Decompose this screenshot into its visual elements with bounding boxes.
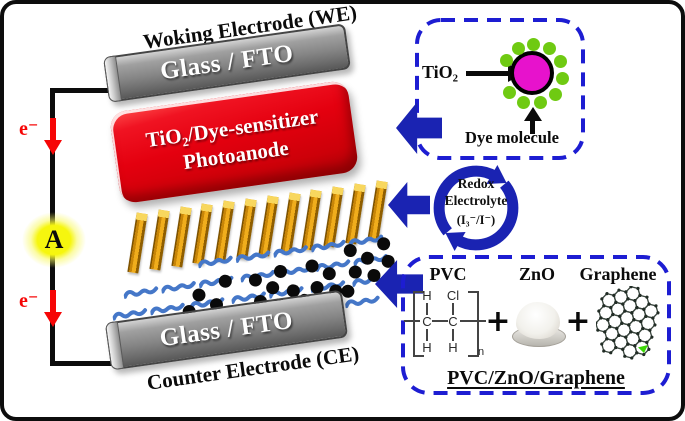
- polymer-chain-wave: [111, 304, 150, 323]
- dye-green-dot: [503, 86, 517, 100]
- pvc-atom-cl: Cl: [446, 288, 460, 303]
- ammeter-label: A: [44, 225, 64, 254]
- zno-powder-icon: [516, 302, 560, 339]
- dye-molecule-graphic: [499, 37, 570, 110]
- zno-powder-image: [512, 300, 566, 347]
- plus-sign-1: +: [485, 304, 511, 339]
- pvc-atom-h: H: [422, 340, 432, 355]
- polymer-chain-wave: [235, 246, 273, 265]
- redox-cycle-arrows-icon: [433, 165, 519, 251]
- tio2-particle-icon: [510, 51, 554, 95]
- polymer-chain-wave: [315, 255, 353, 274]
- pvc-bond: [432, 320, 448, 322]
- pvc-atom-h: H: [422, 288, 432, 303]
- dye-box-border: [415, 18, 585, 160]
- ammeter-icon: A: [22, 212, 86, 268]
- redox-line2: Electrolyte: [444, 192, 508, 208]
- composite-result-label: PVC/ZnO/Graphene: [447, 367, 625, 389]
- pvc-bond: [426, 303, 428, 315]
- dye-green-dot: [556, 72, 570, 86]
- pvc-bond: [452, 303, 454, 315]
- circuit-wire-bottom: [50, 361, 112, 366]
- pvc-bond: [460, 320, 486, 322]
- plus-sign-2: +: [565, 304, 591, 339]
- pvc-bond: [426, 329, 428, 341]
- dye-green-dot: [499, 53, 513, 67]
- zno-label: ZnO: [518, 264, 556, 284]
- pvc-atom-h: H: [448, 340, 458, 355]
- pvc-structure-formula: H Cl C C H H n: [404, 288, 490, 364]
- tio2-label: TiO₂: [422, 62, 459, 82]
- graphene-lattice-icon: [596, 286, 660, 360]
- electron-arrow-bottom-icon: [44, 290, 62, 328]
- redox-line1: Redox: [457, 176, 495, 191]
- pvc-bracket-right: [468, 291, 479, 357]
- pvc-bracket-left: [413, 291, 424, 357]
- dye-green-dot: [511, 41, 525, 55]
- redox-electrolyte-label: Redox Electrolyte (I₃⁻/I⁻): [428, 176, 524, 228]
- pvc-bond: [452, 329, 454, 341]
- pvc-bond: [404, 320, 420, 322]
- particle-dot: [264, 279, 280, 295]
- polymer-chain-wave: [347, 230, 386, 249]
- polymer-chain-wave: [344, 291, 382, 310]
- dye-molecule-label: Dye molecule: [465, 128, 559, 147]
- electron-arrow-top-icon: [44, 118, 62, 156]
- graphene-label: Graphene: [579, 264, 657, 284]
- polymer-chain-wave: [160, 277, 198, 296]
- polymer-chain-wave: [310, 236, 348, 255]
- dye-green-dot: [548, 87, 562, 101]
- particle-dot: [247, 272, 263, 287]
- dye-green-dot: [526, 37, 540, 51]
- stray-green-mark: [638, 345, 648, 353]
- particle-dot: [347, 264, 363, 279]
- dye-green-dot: [542, 42, 556, 56]
- dye-green-dot: [553, 55, 567, 69]
- polymer-chain-wave: [272, 241, 310, 260]
- electron-label-top: e⁻: [19, 118, 39, 140]
- glass-fto-top-label: Glass / FTO: [158, 39, 296, 86]
- glass-fto-bottom-label: Glass / FTO: [158, 306, 295, 353]
- redox-line3: (I₃⁻/I⁻): [456, 212, 496, 227]
- particle-dot: [375, 236, 391, 251]
- dye-green-dot: [517, 96, 531, 110]
- electron-label-bottom: e⁻: [19, 290, 39, 312]
- pvc-atom-c: C: [448, 314, 458, 329]
- composite-box-border: [401, 255, 671, 395]
- dye-green-dot: [534, 96, 548, 110]
- polymer-chain-wave: [149, 299, 187, 318]
- pvc-repeat-subscript: n: [478, 346, 485, 358]
- circuit-wire-top: [50, 88, 112, 93]
- dye-pointer-arrow-icon: [530, 119, 535, 134]
- tio2-arrow-icon: [466, 71, 510, 76]
- polymer-chain-wave: [123, 282, 161, 301]
- pvc-label: PVC: [429, 264, 467, 284]
- dye-pointer-arrowhead-icon: [524, 107, 542, 121]
- photoanode-bar: TiO₂/Dye-sensitizer Photoanode: [108, 79, 360, 205]
- polymer-chain-wave: [197, 251, 235, 270]
- pvc-atom-c: C: [422, 314, 432, 329]
